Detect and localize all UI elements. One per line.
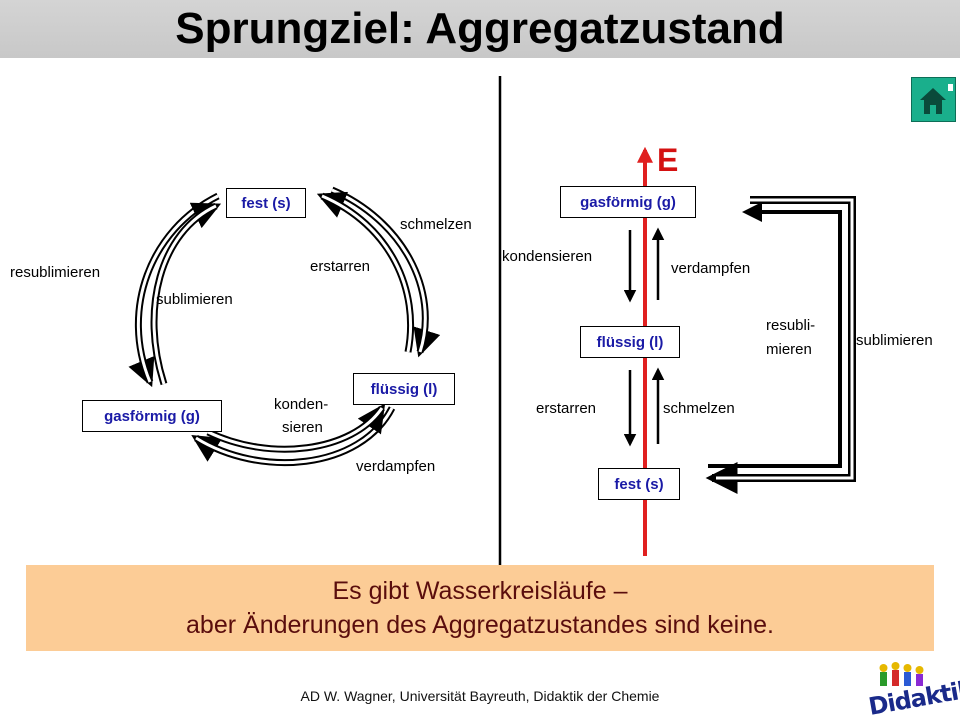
- label-verdampfen-right: verdampfen: [671, 260, 751, 277]
- label-kondensieren-right: kondensieren: [502, 248, 593, 265]
- state-box-solid-left: fest (s): [226, 188, 306, 218]
- label-verdampfen: verdampfen: [356, 458, 436, 475]
- label-kondensieren-l2: sieren: [282, 419, 323, 436]
- energy-label: E: [657, 142, 679, 178]
- label-sublimieren-right: sublimieren: [856, 332, 933, 349]
- label-resublimieren-right-l2: mieren: [766, 341, 812, 358]
- label-resublimieren: resublimieren: [10, 264, 101, 281]
- state-box-gas-left: gasförmig (g): [82, 400, 222, 432]
- page-title: Sprungziel: Aggregatzustand: [175, 4, 785, 53]
- footer-credit: AD W. Wagner, Universität Bayreuth, Dida…: [300, 688, 660, 704]
- didaktik-logo: Didaktik: [860, 660, 960, 721]
- state-box-liquid-left: flüssig (l): [353, 373, 455, 405]
- summary-line-2: aber Änderungen des Aggregatzustandes si…: [186, 611, 774, 639]
- label-schmelzen-right: schmelzen: [663, 400, 735, 417]
- logo-figures-icon: [879, 662, 924, 686]
- label-erstarren-right: erstarren: [536, 400, 597, 417]
- label-erstarren: erstarren: [310, 258, 371, 275]
- home-button[interactable]: [911, 77, 956, 122]
- summary-line-1: Es gibt Wasserkreisläufe –: [332, 577, 628, 605]
- summary-note: Es gibt Wasserkreisläufe – aber Änderung…: [26, 565, 934, 651]
- label-sublimieren: sublimieren: [156, 291, 233, 308]
- home-icon: [920, 84, 953, 114]
- label-kondensieren-l1: konden-: [274, 396, 329, 413]
- title-bar: [0, 0, 960, 58]
- state-box-gas-right: gasförmig (g): [560, 186, 696, 218]
- state-box-solid-right: fest (s): [598, 468, 680, 500]
- label-resublimieren-right-l1: resubli-: [766, 317, 816, 334]
- bracket-sublimieren: [705, 196, 856, 494]
- state-box-liquid-right: flüssig (l): [580, 326, 680, 358]
- label-schmelzen: schmelzen: [400, 216, 472, 233]
- bracket-resublimieren: [708, 202, 842, 468]
